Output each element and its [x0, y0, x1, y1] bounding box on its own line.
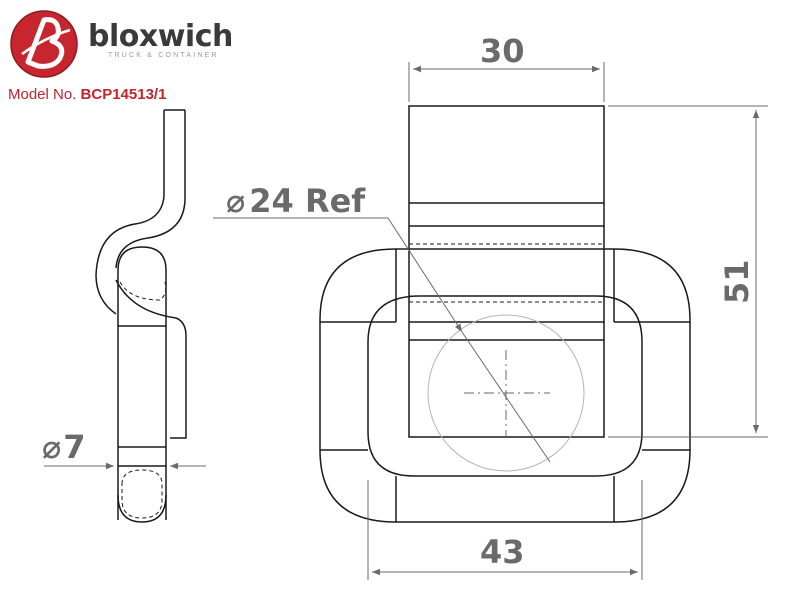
rod-diameter-label: ⌀7 — [42, 428, 86, 466]
bloxwich-b-logo-icon — [10, 10, 78, 78]
height-dimension — [608, 105, 768, 438]
reference-circle — [427, 314, 585, 472]
bottom-width-dimension — [367, 480, 643, 580]
top-width-dimension — [408, 62, 605, 102]
side-view-hidden-lines — [119, 281, 167, 519]
side-view — [95, 109, 187, 523]
bottom-width-label: 43 — [480, 533, 525, 571]
ring-diameter-label: ⌀24 Ref — [226, 182, 366, 220]
front-view-hidden-lines — [409, 243, 604, 303]
height-label: 51 — [718, 259, 756, 304]
ring-diameter-dimension — [213, 217, 551, 463]
top-width-label: 30 — [480, 32, 525, 70]
front-view-strap — [408, 105, 605, 438]
model-number: BCP14513/1 — [80, 86, 167, 103]
brand-name: bloxwich — [88, 19, 233, 54]
brand-tagline: TRUCK & CONTAINER — [108, 52, 219, 59]
model-number-label: Model No. BCP14513/1 — [8, 86, 167, 103]
front-view-ring — [319, 248, 691, 523]
centre-mark — [464, 350, 550, 436]
